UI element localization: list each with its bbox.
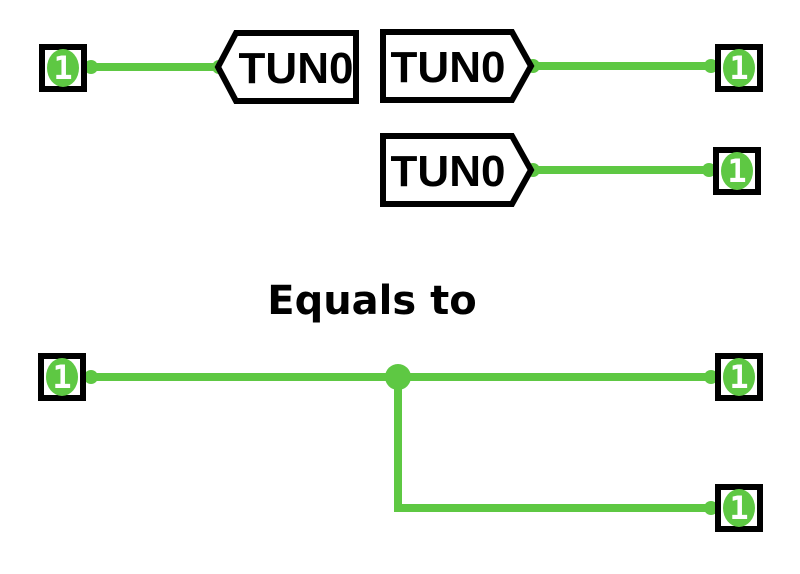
net-label-text: TUN0 <box>391 43 506 92</box>
global-net-label: TUN0 <box>380 29 535 103</box>
pin-number-badge <box>721 152 753 190</box>
wire-end-dot <box>84 370 98 384</box>
caption-text: Equals to <box>267 278 476 324</box>
pin-number-badge <box>723 358 755 396</box>
pin-number: 1 <box>52 358 71 396</box>
pin-number: 1 <box>53 49 72 87</box>
pin-number: 1 <box>727 152 746 190</box>
pin-terminal: 1 <box>715 484 763 532</box>
wire-branch <box>394 373 716 512</box>
pin-terminal: 1 <box>39 44 87 92</box>
wire-end-dot <box>704 501 718 515</box>
pin-number-badge <box>723 49 755 87</box>
pin-number-badge <box>47 49 79 87</box>
pin-number: 1 <box>729 358 748 396</box>
pin-terminal: 1 <box>713 147 761 195</box>
pin-terminal: 1 <box>38 353 86 401</box>
pin-number: 1 <box>729 49 748 87</box>
pin-terminal: 1 <box>715 44 763 92</box>
net-label-text: TUN0 <box>391 147 506 196</box>
global-label-shape <box>380 133 535 207</box>
global-label-shape <box>380 29 535 103</box>
wire-end-dot <box>704 370 718 384</box>
pin-number: 1 <box>729 489 748 527</box>
net-labels-example: 1 TUN0 TUN0 1 <box>39 29 763 207</box>
pin-number-badge <box>46 358 78 396</box>
pin-terminal: 1 <box>715 353 763 401</box>
global-net-label: TUN0 <box>214 30 359 104</box>
global-label-shape <box>214 30 359 104</box>
junction-dot <box>385 364 411 390</box>
wire-end-dot <box>84 60 98 74</box>
net-label-text: TUN0 <box>239 44 354 93</box>
wire-end-dot <box>704 59 718 73</box>
wire-end-dot <box>702 163 716 177</box>
pin-number-badge <box>723 489 755 527</box>
global-net-label: TUN0 <box>380 133 535 207</box>
wired-junction-example: 1 1 1 <box>38 353 763 532</box>
